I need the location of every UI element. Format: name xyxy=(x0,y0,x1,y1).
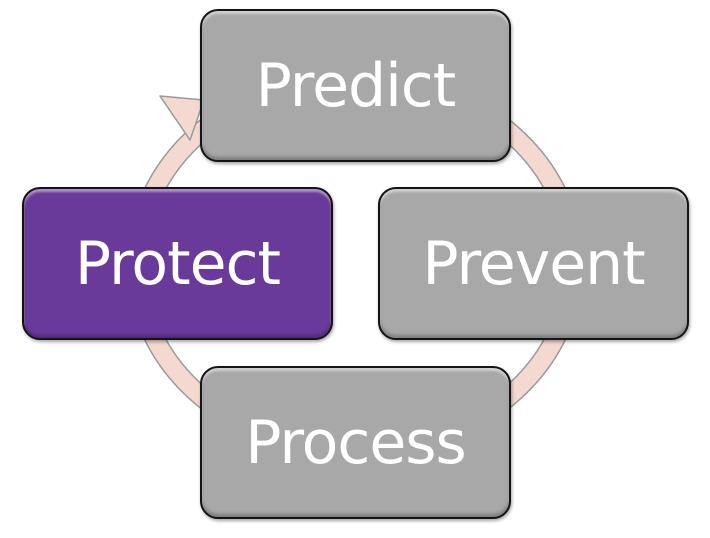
prevent-box: Prevent xyxy=(378,187,689,340)
predict-label: Predict xyxy=(255,50,457,121)
prevent-label: Prevent xyxy=(422,228,645,299)
process-label: Process xyxy=(245,407,467,478)
protect-box: Protect xyxy=(22,187,333,340)
cycle-arrow-head xyxy=(159,95,205,141)
process-box: Process xyxy=(200,366,511,519)
protect-label: Protect xyxy=(74,228,281,299)
predict-box: Predict xyxy=(200,9,511,162)
